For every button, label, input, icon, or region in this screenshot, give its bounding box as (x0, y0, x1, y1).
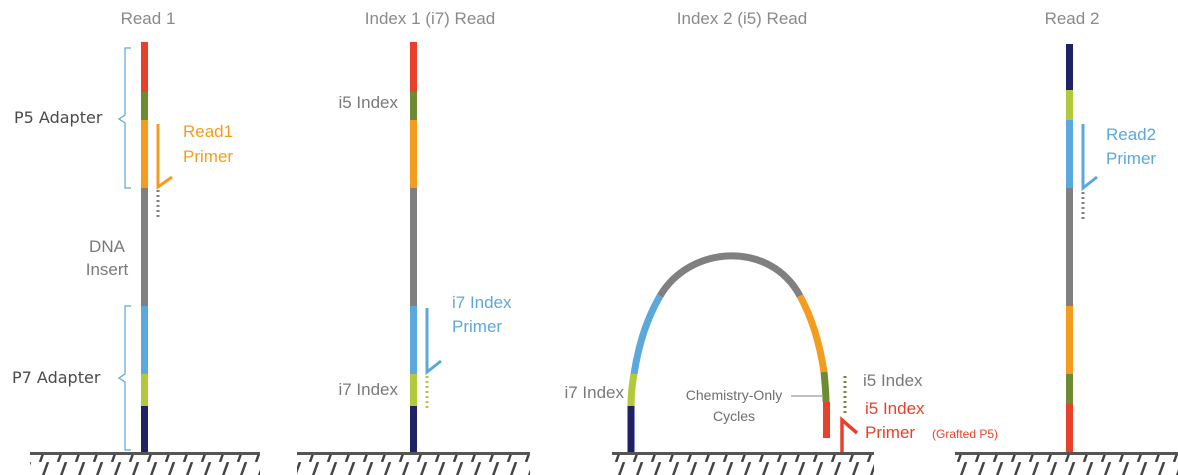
panel-read2: Read 2 Read2 Primer (955, 9, 1178, 475)
read2-primer-label-1: Read2 (1106, 125, 1156, 144)
read1-insert-label-2: Insert (86, 260, 129, 279)
index2-primer-arrow (840, 416, 859, 452)
read2-segment-navy (1066, 44, 1073, 90)
index2-grafted-label: (Grafted P5) (932, 427, 998, 441)
read2-dna-strand (1066, 44, 1073, 452)
index2-bridge-strand (627, 252, 830, 452)
read2-flowcell-hatch (955, 455, 1178, 475)
read2-segment-blue (1066, 120, 1073, 188)
index1-segment-lime (410, 374, 417, 406)
index1-i5-index-label: i5 Index (338, 93, 398, 112)
index2-i7-index-label: i7 Index (564, 383, 624, 402)
index2-segment-orange (796, 294, 828, 373)
index2-chemistry-label-1: Chemistry-Only (686, 387, 782, 403)
read1-segment-orange (141, 120, 148, 188)
panel-index1: Index 1 (i7) Read i5 Index i7 Index i7 I… (297, 9, 530, 475)
index1-segment-insert (410, 188, 417, 306)
index2-primer-label-1: i5 Index (865, 399, 925, 418)
read2-title: Read 2 (1045, 9, 1100, 28)
read1-segment-blue (141, 306, 148, 374)
read2-segment-orange (1066, 306, 1073, 374)
index1-i7-index-label: i7 Index (338, 380, 398, 399)
index1-segment-olive (410, 92, 417, 120)
read1-segment-olive (141, 92, 148, 120)
index1-title: Index 1 (i7) Read (365, 9, 495, 28)
read2-primer-arrow (1081, 124, 1098, 192)
read2-flowcell-surface (955, 452, 1178, 455)
read1-title: Read 1 (121, 9, 176, 28)
read2-primer-label-2: Primer (1106, 149, 1156, 168)
index2-chemistry-label-2: Cycles (713, 408, 755, 424)
read1-flowcell-hatch (30, 455, 260, 475)
read1-primer-label-2: Primer (183, 147, 233, 166)
index2-i5-index-label: i5 Index (863, 371, 923, 390)
index1-segment-red (410, 42, 417, 92)
index1-flowcell-hatch (297, 455, 530, 475)
index1-segment-navy (410, 406, 417, 452)
read1-primer-label-1: Read1 (183, 122, 233, 141)
index1-primer-label-2: Primer (452, 317, 502, 336)
index2-flowcell-surface (612, 452, 874, 455)
index1-primer-label-1: i7 Index (452, 293, 512, 312)
read2-segment-insert (1066, 188, 1073, 306)
index2-segment-insert (656, 252, 804, 298)
index2-primer-label-2: Primer (865, 423, 915, 442)
read1-p5-adapter-label: P5 Adapter (14, 108, 103, 127)
read1-segment-lime (141, 374, 148, 406)
index2-segment-blue (630, 294, 664, 375)
index1-primer-arrow (425, 308, 442, 376)
panel-index2: Index 2 (i5) Read i7 Index Chemistry-Onl… (564, 9, 998, 475)
index2-segment-olive (820, 371, 830, 403)
read2-segment-olive (1066, 374, 1073, 404)
index2-title: Index 2 (i5) Read (677, 9, 807, 28)
read2-segment-red (1066, 404, 1073, 452)
read1-p5-brace (117, 47, 131, 189)
read1-insert-label-1: DNA (89, 237, 126, 256)
read1-segment-navy (141, 406, 148, 452)
read1-dna-strand (141, 42, 148, 452)
index1-dna-strand (410, 42, 417, 452)
panel-read1: Read 1 P5 Adapter P7 Adapter DNA Insert … (12, 9, 260, 475)
read1-primer-arrow (156, 124, 173, 190)
read1-p7-brace (117, 305, 131, 451)
index1-flowcell-surface (297, 452, 530, 455)
index1-segment-orange (410, 120, 417, 188)
read1-flowcell-surface (30, 452, 260, 455)
read2-segment-lime (1066, 90, 1073, 120)
read1-p7-adapter-label: P7 Adapter (12, 368, 101, 387)
index1-segment-blue (410, 306, 417, 374)
index2-flowcell-hatch (612, 455, 874, 475)
index2-segment-red (823, 402, 830, 438)
index2-segment-lime (627, 373, 638, 407)
read1-segment-red (141, 42, 148, 92)
read1-segment-insert (141, 188, 148, 306)
